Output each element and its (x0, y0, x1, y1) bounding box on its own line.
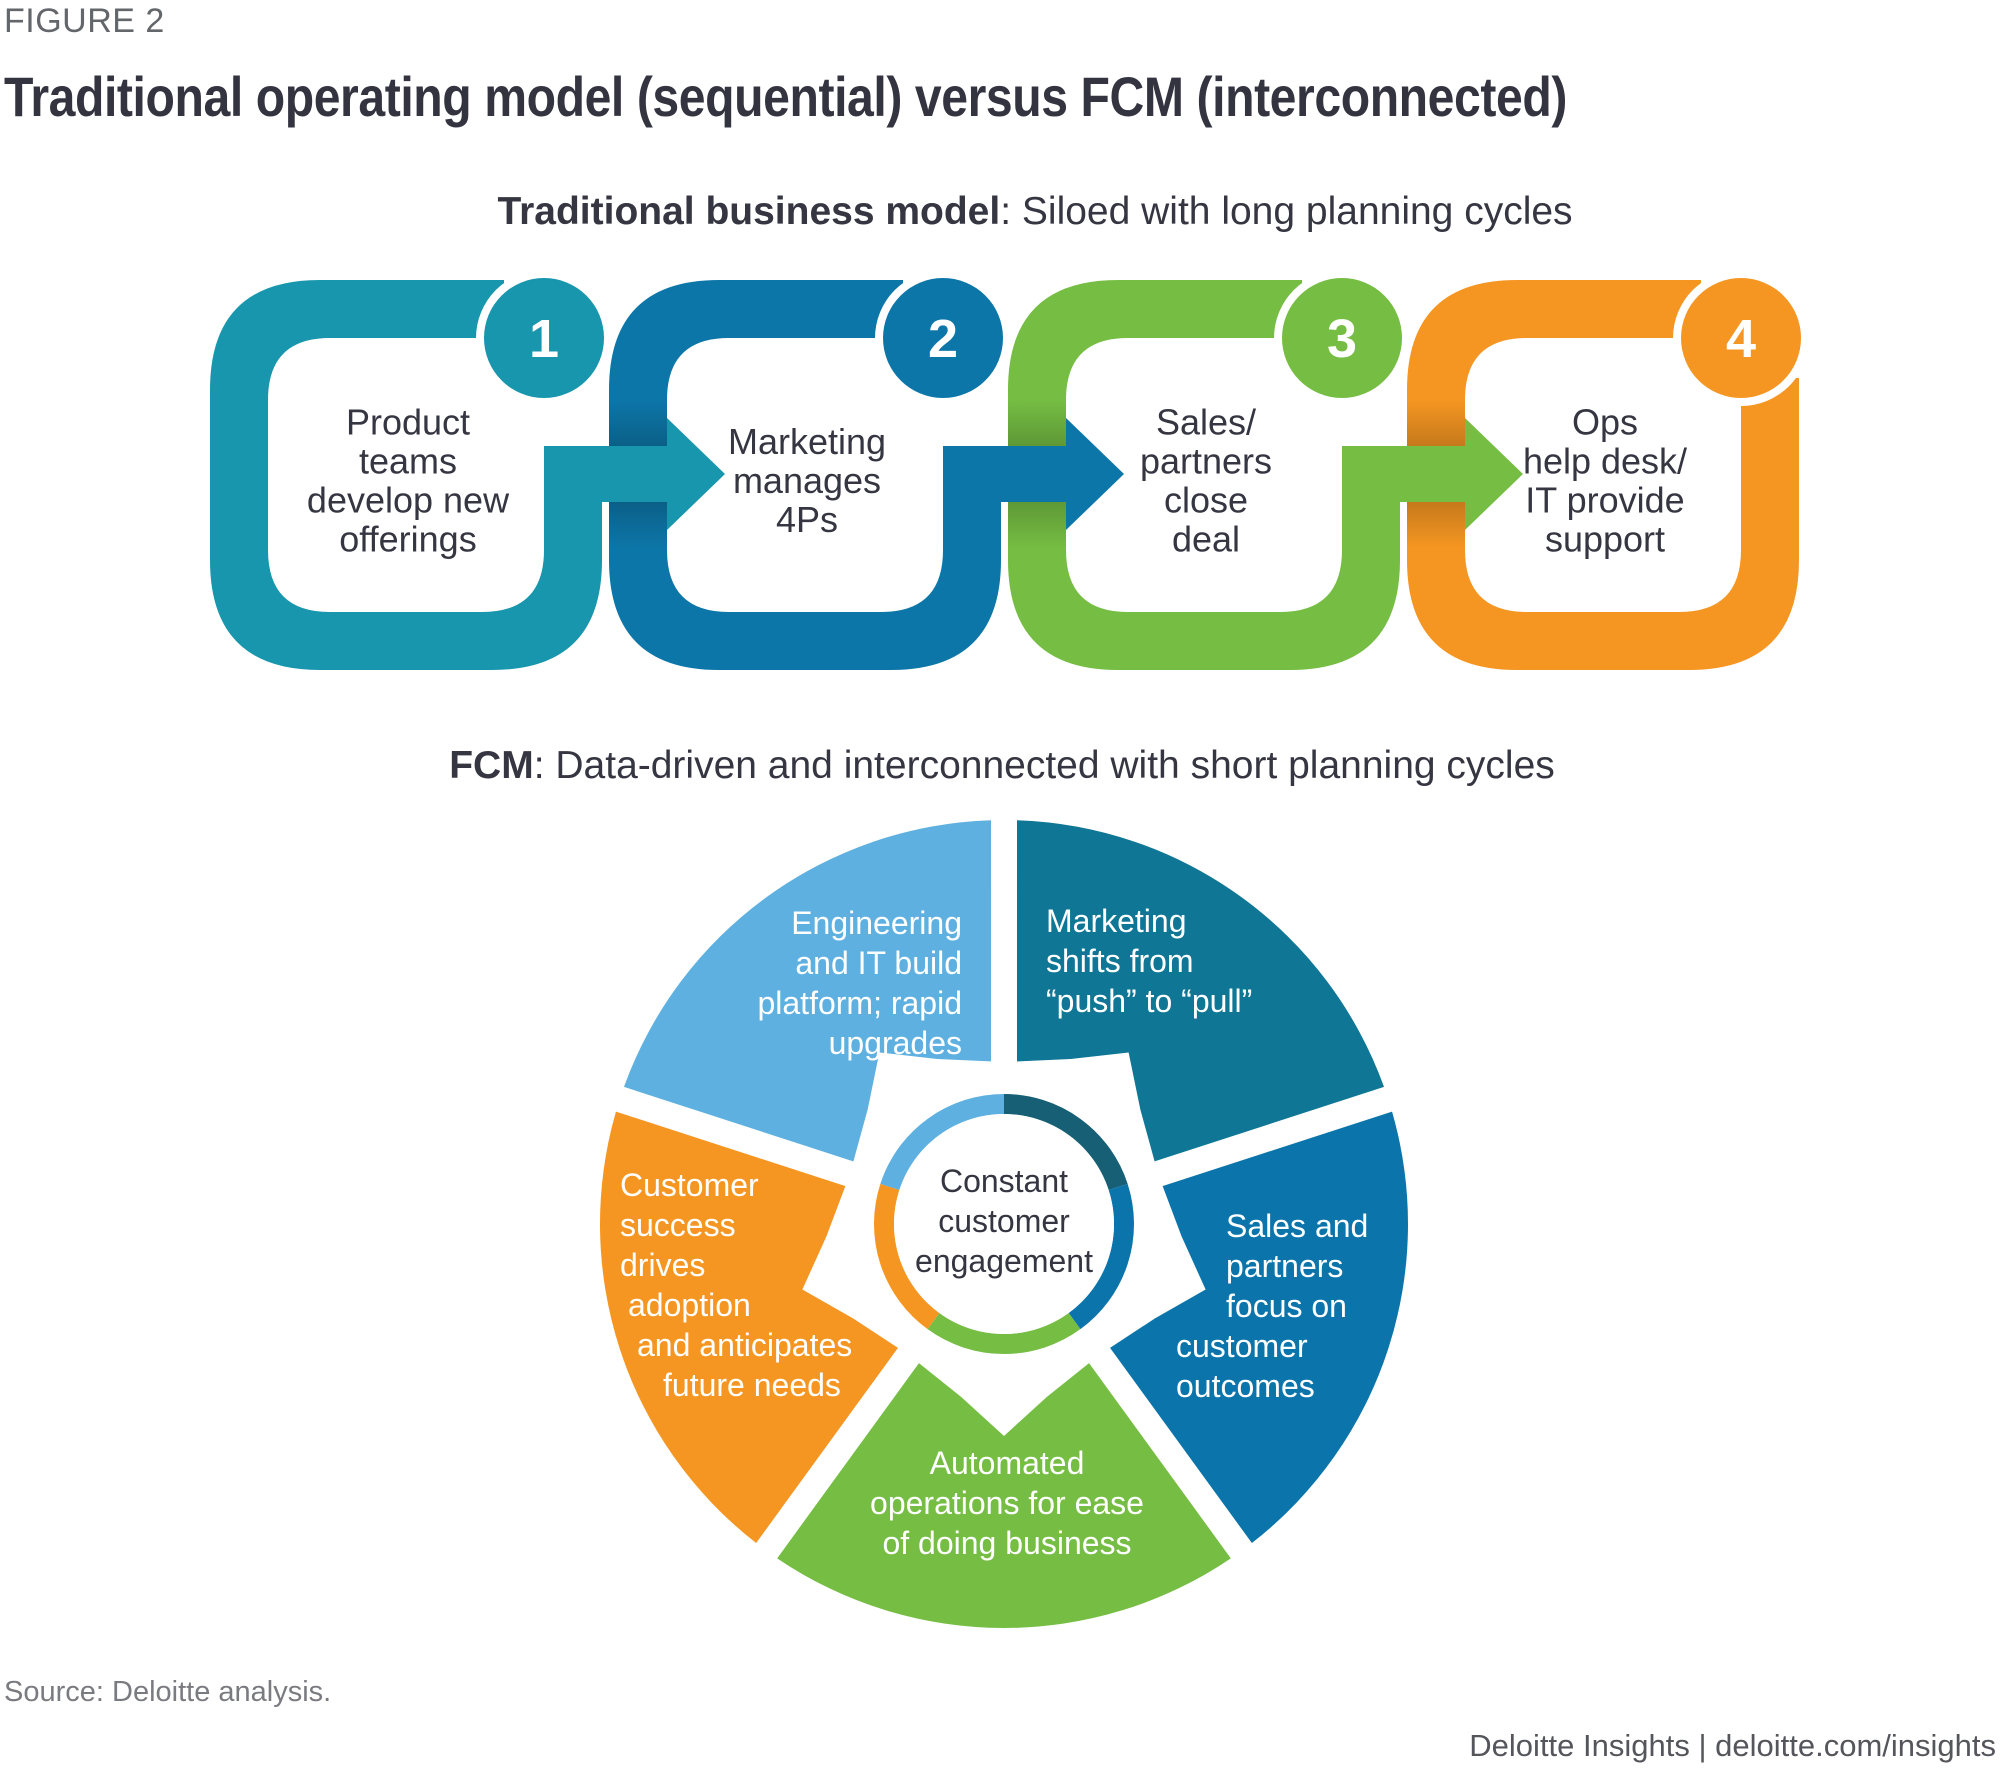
segment-label-line: Sales and (1226, 1208, 1368, 1244)
step-loop (609, 280, 1001, 670)
segment-label-line: customer (1176, 1328, 1308, 1364)
segment-label-line: shifts from (1046, 943, 1194, 979)
step-text-line: IT provide (1525, 480, 1684, 521)
step-badge (883, 278, 1003, 398)
segment-label-line: drives (620, 1247, 705, 1283)
segment-label-line: future needs (663, 1367, 841, 1403)
hub-ring-marketing (1003, 1094, 1128, 1191)
step-loop (1008, 280, 1400, 670)
step-text-line: offerings (339, 519, 476, 560)
hub-text-line: engagement (915, 1243, 1093, 1279)
segment-shape (1102, 1111, 1408, 1544)
publisher-credit: Deloitte Insights | deloitte.com/insight… (1469, 1728, 1996, 1763)
segment-shape (777, 1352, 1231, 1629)
segment-label-line: and IT build (795, 945, 962, 981)
step-number: 2 (928, 309, 958, 369)
step-text-line: manages (733, 460, 881, 501)
step-badge (1681, 278, 1801, 398)
hub-ring-engineering (880, 1094, 1005, 1191)
step-text-line: teams (359, 441, 457, 482)
step-number: 3 (1327, 309, 1357, 369)
step-text-line: Ops (1572, 402, 1638, 443)
segment-label-line: adoption (628, 1287, 751, 1323)
step-number: 1 (529, 309, 559, 369)
segment-shape (599, 1111, 906, 1544)
step-badge (1282, 278, 1402, 398)
fcm-wheel: Constant customer engagement Marketing shift… (599, 820, 1408, 1629)
traditional-heading-bold: Traditional business model (497, 190, 1001, 233)
hub-text-line: Constant (940, 1163, 1068, 1199)
step-text-line: develop new (307, 480, 510, 521)
hub-text-line: customer (938, 1203, 1070, 1239)
segment-label-line: Customer (620, 1167, 759, 1203)
segment-label-line: Engineering (791, 905, 962, 941)
segment-sales (1102, 1111, 1408, 1544)
step-text-line: partners (1140, 441, 1272, 482)
segment-label-line: partners (1226, 1248, 1343, 1284)
step-loop (1407, 280, 1799, 670)
step-text-line: Sales/ (1156, 402, 1256, 443)
segment-label-line: outcomes (1176, 1368, 1315, 1404)
arrow-right-icon (1342, 418, 1523, 530)
figure-title: Traditional operating model (sequential)… (4, 65, 1567, 128)
step-badge (484, 278, 604, 398)
segment-label-line: Automated (930, 1445, 1085, 1481)
arrow-3-to-4 (1342, 400, 1523, 548)
step-text-line: support (1545, 519, 1665, 560)
step-text-line: Product (346, 402, 470, 443)
hub-ring-operations (927, 1312, 1081, 1354)
fcm-heading-rest: : Data-driven and interconnected with sh… (533, 744, 1555, 787)
step-text-line: Marketing (728, 421, 886, 462)
segment-label-line: focus on (1226, 1288, 1347, 1324)
figure-label: FIGURE 2 (4, 2, 165, 40)
segment-label-line: operations for ease (870, 1485, 1144, 1521)
segment-label-line: Marketing (1046, 903, 1187, 939)
arrow-right-icon (544, 418, 725, 530)
step-text-line: close (1164, 480, 1248, 521)
traditional-heading-rest: : Siloed with long planning cycles (1000, 190, 1573, 233)
source-note: Source: Deloitte analysis. (4, 1676, 332, 1708)
segment-label-line: success (620, 1207, 736, 1243)
step-text-line: help desk/ (1523, 441, 1687, 482)
arrow-1-to-2 (544, 400, 725, 548)
step-number: 4 (1726, 309, 1756, 369)
segment-label-line: “push” to “pull” (1046, 983, 1252, 1019)
arrow-right-icon (943, 418, 1124, 530)
step-text-line: 4Ps (776, 499, 838, 540)
traditional-heading: Traditional business model: Siloed with … (0, 190, 2000, 234)
segment-operations (777, 1352, 1231, 1629)
step-loop (210, 280, 602, 670)
segment-customer-success (599, 1111, 906, 1544)
segment-label-line: upgrades (829, 1025, 962, 1061)
hub-ring-customer-success (874, 1183, 940, 1330)
segment-label-line: of doing business (882, 1525, 1131, 1561)
hub-ring-sales (1068, 1183, 1134, 1330)
step-text-line: deal (1172, 519, 1240, 560)
hub-center (894, 1114, 1114, 1334)
fcm-heading: FCM: Data-driven and interconnected with… (0, 744, 2000, 788)
segment-label-line: platform; rapid (757, 985, 962, 1021)
arrow-2-to-3 (943, 400, 1124, 548)
segment-label-line: and anticipates (637, 1327, 852, 1363)
fcm-heading-bold: FCM (449, 744, 534, 787)
